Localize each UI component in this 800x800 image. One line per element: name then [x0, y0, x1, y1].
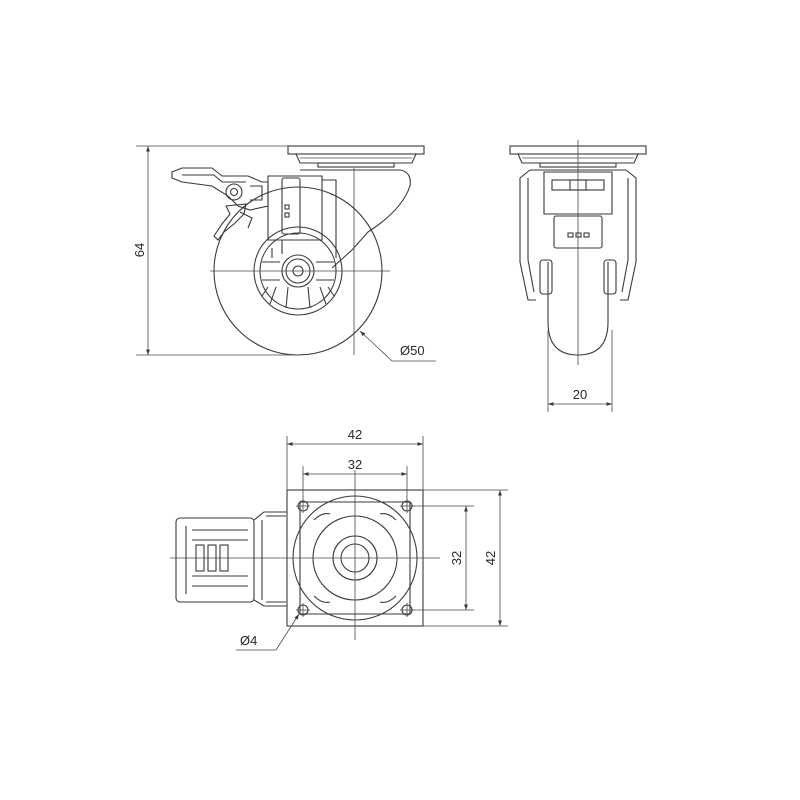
hole-spacing-y-dimension: 32 [412, 505, 474, 611]
wheel-diameter-dimension: Ø50 [359, 330, 436, 362]
front-view: 20 [509, 140, 647, 412]
mounting-holes [296, 499, 414, 617]
hole-spacing-x-dimension: 32 [302, 457, 408, 500]
plate-depth-dimension: 42 [423, 489, 508, 627]
wheel-width-label: 20 [573, 387, 587, 402]
plate-width-dimension: 42 [286, 427, 424, 490]
hole-diameter-label: Ø4 [240, 633, 257, 648]
overall-height-label: 64 [132, 243, 147, 257]
hole-spacing-x-label: 32 [348, 457, 362, 472]
hole-diameter-dimension: Ø4 [236, 613, 300, 651]
front-view-fork [519, 140, 637, 365]
side-view-fork [267, 168, 411, 355]
side-view-top-plate [287, 145, 425, 168]
top-view-brake-pedal [175, 511, 287, 607]
side-view-brake-lever [171, 167, 269, 241]
plate-width-label: 42 [348, 427, 362, 442]
front-view-wheel [539, 259, 617, 356]
top-view: 42 32 32 42 Ø4 [170, 427, 508, 651]
wheel-width-dimension: 20 [547, 330, 613, 412]
overall-height-dimension: 64 [132, 145, 298, 356]
side-view: 64 Ø50 [132, 145, 436, 362]
plate-depth-label: 42 [483, 551, 498, 565]
hole-spacing-y-label: 32 [449, 551, 464, 565]
wheel-diameter-label: Ø50 [400, 343, 425, 358]
